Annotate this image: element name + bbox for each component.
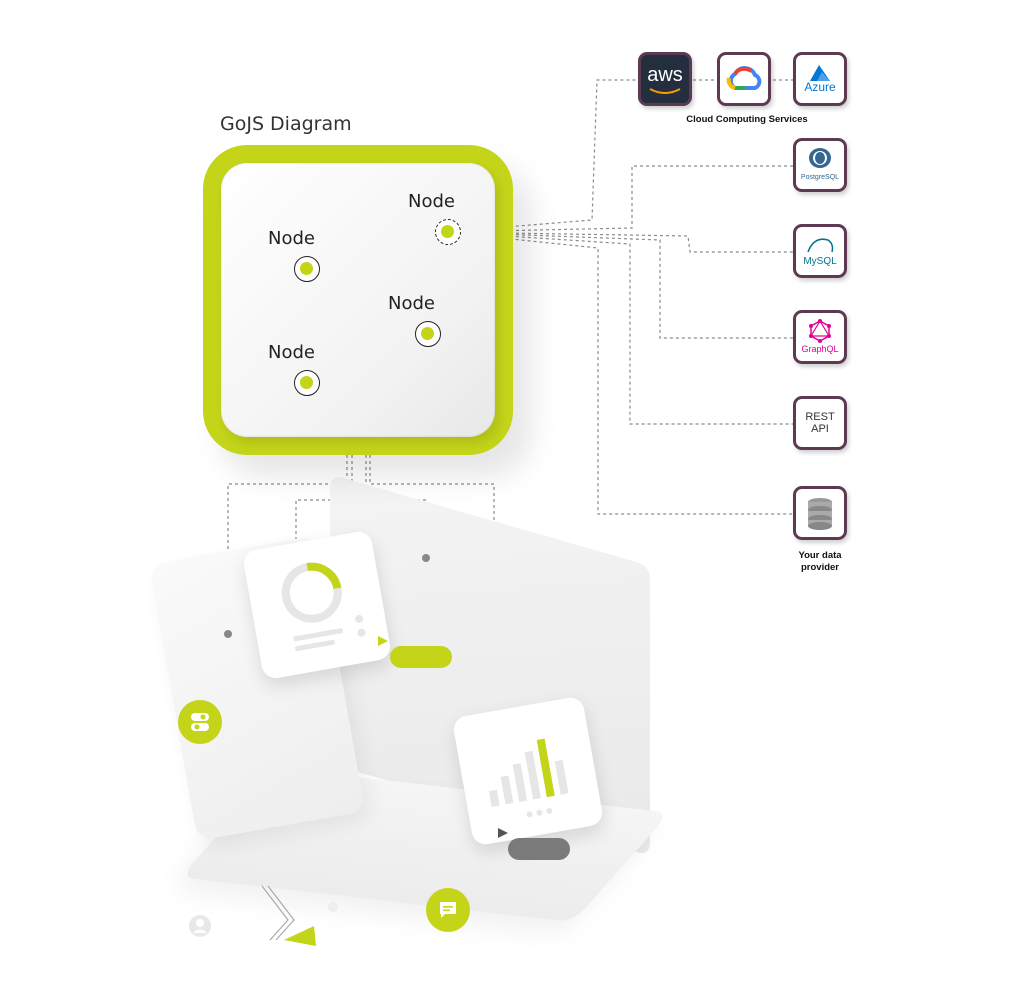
node-label: Node <box>388 293 435 314</box>
cloud-services-caption: Cloud Computing Services <box>686 114 808 125</box>
data-provider-caption: Your data provider <box>798 550 842 573</box>
diagram-canvas[interactable]: Node Node Node Node <box>221 163 495 437</box>
node-label: Node <box>408 191 455 212</box>
node-port[interactable] <box>435 219 461 245</box>
donut-chart-card <box>241 529 393 681</box>
diagram-title: GoJS Diagram <box>220 113 352 135</box>
toggle-icon <box>178 700 222 744</box>
database-icon <box>793 486 847 540</box>
pointer-triangle-icon <box>498 828 508 838</box>
node-port[interactable] <box>294 256 320 282</box>
arrow-decoration-icon <box>261 885 316 946</box>
node-port[interactable] <box>415 321 441 347</box>
green-pill-indicator <box>390 646 452 668</box>
donut-chart-icon <box>281 562 366 652</box>
aws-logo-icon: aws <box>638 52 692 106</box>
gojs-diagram-frame: Node Node Node Node <box>203 145 513 455</box>
google-cloud-logo-icon <box>717 52 771 106</box>
node-label: Node <box>268 342 315 363</box>
postgresql-logo-icon: PostgreSQL <box>793 138 847 192</box>
gray-pill-indicator <box>508 838 570 860</box>
chat-bubble-icon <box>426 888 470 932</box>
node-label: Node <box>268 228 315 249</box>
pointer-triangle-icon <box>378 636 388 646</box>
connector-endpoint <box>422 554 430 562</box>
azure-logo-icon: Azure <box>793 52 847 106</box>
node-port[interactable] <box>294 370 320 396</box>
user-avatar-icon <box>189 915 211 937</box>
bar-chart-card <box>451 695 605 847</box>
mysql-logo-icon: MySQL <box>793 224 847 278</box>
bar-chart-icon <box>488 738 569 818</box>
decorative-dot <box>328 902 338 912</box>
rest-api-tile: REST API <box>793 396 847 450</box>
connector-endpoint <box>224 630 232 638</box>
graphql-logo-icon: GraphQL <box>793 310 847 364</box>
